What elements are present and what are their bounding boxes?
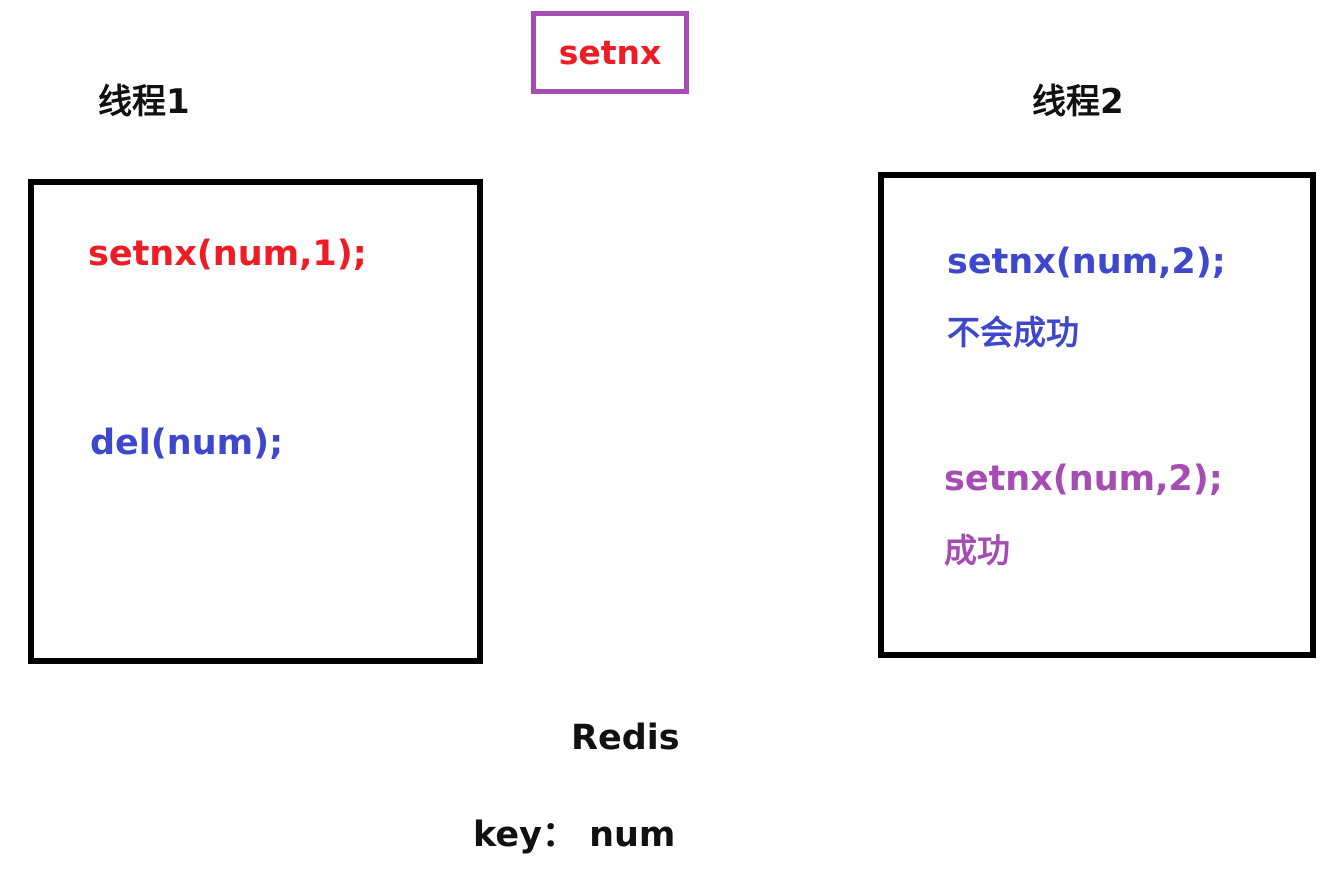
redis-label: Redis (571, 718, 680, 758)
thread-2-box (878, 172, 1316, 658)
thread-1-del-call: del(num); (90, 423, 284, 463)
setnx-header-box: setnx (531, 11, 689, 94)
thread-2-setnx-call-first: setnx(num,2); (947, 242, 1226, 282)
redis-key-label: key： num (473, 815, 676, 855)
thread-2-success-note: 成功 (944, 531, 1010, 570)
thread-2-fail-note: 不会成功 (947, 313, 1079, 352)
thread-1-title: 线程1 (98, 82, 190, 122)
thread-1-box (28, 179, 483, 664)
thread-2-setnx-call-second: setnx(num,2); (944, 459, 1223, 499)
thread-1-setnx-call: setnx(num,1); (88, 234, 367, 274)
thread-2-title: 线程2 (1032, 82, 1124, 122)
setnx-header-label: setnx (558, 33, 662, 72)
